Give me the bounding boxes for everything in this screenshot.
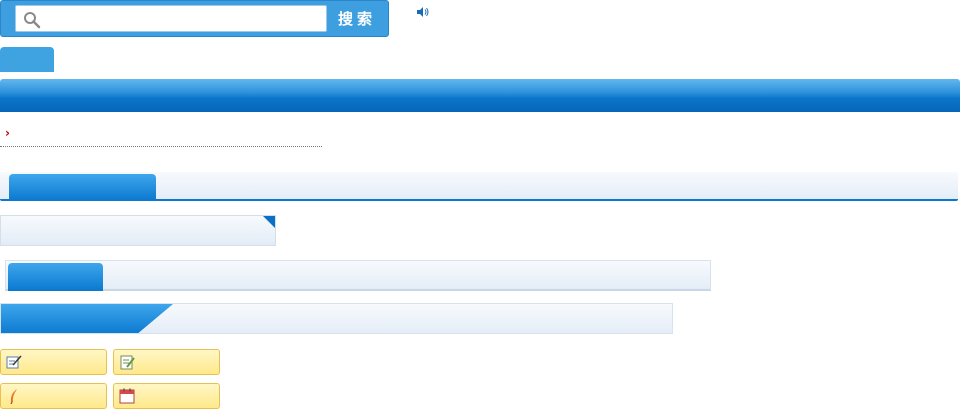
feather-button[interactable] xyxy=(0,383,107,409)
search-bar: 搜索 xyxy=(0,0,389,37)
corner-marker xyxy=(263,216,275,228)
note-icon xyxy=(120,355,135,370)
panel-header xyxy=(0,215,276,246)
edit-button[interactable] xyxy=(0,349,107,375)
search-icon xyxy=(24,12,41,29)
search-field[interactable] xyxy=(15,5,327,32)
search-input[interactable] xyxy=(46,9,316,28)
calendar-icon xyxy=(119,388,135,404)
list-header-strip xyxy=(0,303,673,334)
sub-tab-strip xyxy=(5,260,711,291)
search-button[interactable]: 搜索 xyxy=(337,10,376,28)
section-tab-active[interactable] xyxy=(9,174,156,201)
section-tab-strip xyxy=(0,172,958,201)
chevron-right-icon: › xyxy=(5,126,10,140)
note-button[interactable] xyxy=(113,349,220,375)
main-nav-bar xyxy=(0,79,960,112)
breadcrumb: › xyxy=(0,124,322,147)
edit-icon xyxy=(6,355,22,369)
feather-icon xyxy=(10,389,17,404)
top-tab[interactable] xyxy=(0,47,54,72)
sub-tab-active[interactable] xyxy=(8,263,103,291)
list-header-tab[interactable] xyxy=(1,304,173,334)
speaker-icon[interactable] xyxy=(416,6,429,18)
calendar-button[interactable] xyxy=(113,383,220,409)
